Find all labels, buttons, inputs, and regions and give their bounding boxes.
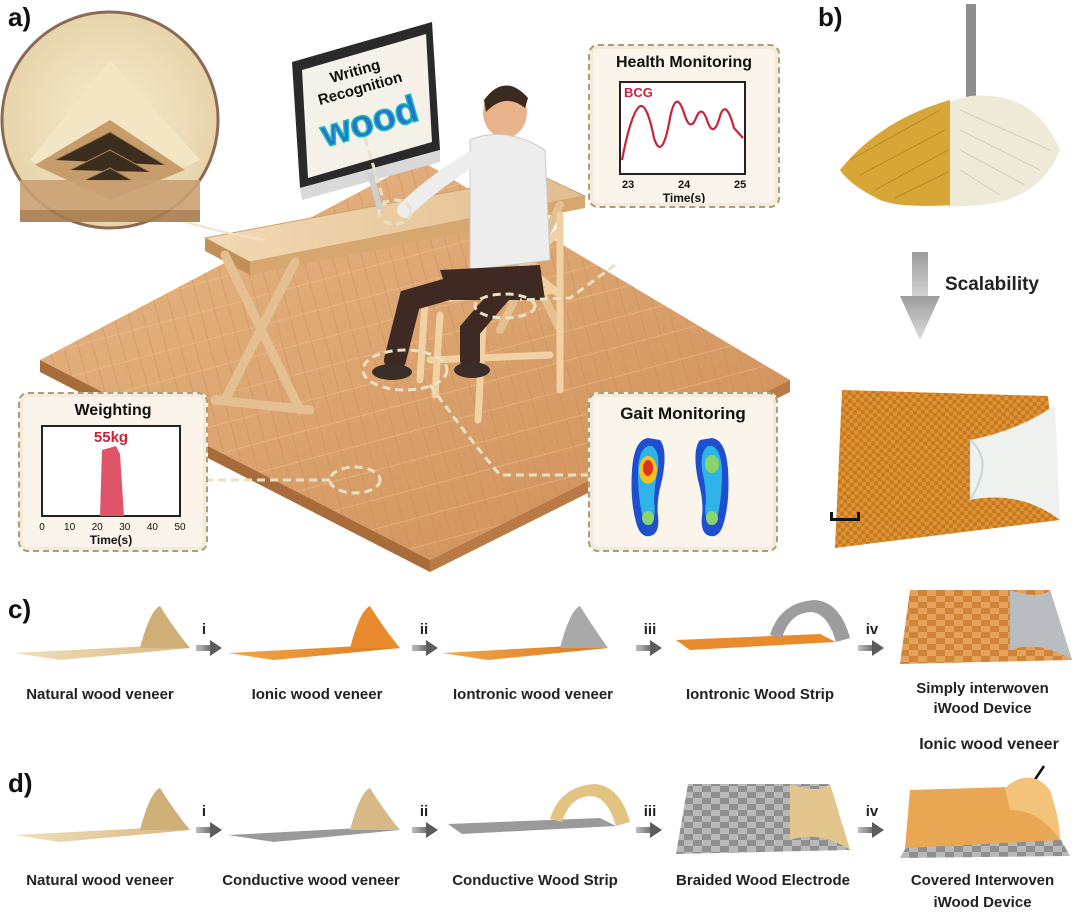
panel-label-b: b) xyxy=(818,2,843,32)
d-label-conductive: Conductive wood veneer xyxy=(222,872,400,889)
c-label-iontronic: Iontronic wood veneer xyxy=(452,686,614,703)
large-woven-sheet xyxy=(830,390,1060,548)
small-woven-sample xyxy=(840,4,1060,207)
c-label-natural: Natural wood veneer xyxy=(26,686,174,703)
weighting-value-label: 55kg xyxy=(94,429,128,446)
health-monitoring-inset: Health Monitoring BCG 23 24 25 Time(s) xyxy=(588,44,780,208)
c-simply-interwoven-device xyxy=(900,590,1072,664)
d-label-braided: Braided Wood Electrode xyxy=(676,872,850,889)
seated-person xyxy=(372,85,551,380)
panel-label-a: a) xyxy=(8,2,32,32)
bcg-series-label: BCG xyxy=(624,85,653,100)
bcg-xlabel: Time(s) xyxy=(663,191,705,203)
c-step-iii: iii xyxy=(644,621,657,638)
gait-monitoring-inset: Gait Monitoring xyxy=(588,392,778,552)
weight-tick-0: 0 xyxy=(39,522,45,533)
d-step-i: i xyxy=(202,803,206,820)
panel-c-process: i ii iii iv xyxy=(14,590,1072,664)
d-conductive-wood-veneer xyxy=(228,788,400,842)
weighting-title: Weighting xyxy=(74,402,152,419)
c-label-device-line1: Simply interwoven xyxy=(916,680,1049,697)
d-natural-wood-veneer xyxy=(14,788,190,842)
panel-b-scalability xyxy=(830,4,1060,548)
weighting-xlabel: Time(s) xyxy=(90,533,132,547)
c-natural-wood-veneer xyxy=(14,606,190,660)
c-iontronic-wood-strip xyxy=(676,600,850,650)
veneer-zoom-circle xyxy=(0,10,266,241)
d-step-arrows xyxy=(196,822,884,838)
c-step-ii: ii xyxy=(420,621,428,638)
connector-paths xyxy=(205,137,616,495)
c-step-arrows xyxy=(196,640,884,656)
d-label-strip: Conductive Wood Strip xyxy=(452,872,618,889)
d-step-ii: ii xyxy=(420,803,428,820)
c-iontronic-wood-veneer xyxy=(442,606,608,660)
bcg-tick-0: 23 xyxy=(622,179,634,191)
bcg-plot-frame xyxy=(619,81,746,175)
panel-d-process: i ii iii iv xyxy=(14,765,1070,858)
c-label-device-line2: iWood Device xyxy=(933,700,1032,717)
weighting-pulse xyxy=(100,446,124,516)
d-conductive-wood-strip xyxy=(448,784,630,834)
d-braided-wood-electrode xyxy=(676,784,850,854)
bcg-chart: BCG 23 24 25 Time(s) xyxy=(619,81,746,203)
c-step-i: i xyxy=(202,621,206,638)
monitor xyxy=(292,22,440,211)
d-step-iii: iii xyxy=(644,803,657,820)
weight-tick-1: 10 xyxy=(64,522,76,533)
panel-label-d: d) xyxy=(8,768,33,798)
scalability-label: Scalability xyxy=(945,274,1039,295)
health-title: Health Monitoring xyxy=(616,54,752,71)
weight-tick-3: 30 xyxy=(119,522,131,533)
bcg-tick-2: 25 xyxy=(734,179,746,191)
bcg-line xyxy=(620,100,744,161)
d-covered-interwoven-device xyxy=(900,777,1070,858)
d-label-device-line2: iWood Device xyxy=(933,894,1032,911)
right-footprint xyxy=(695,438,729,537)
c-ionic-wood-veneer xyxy=(228,606,400,660)
c-step-iv: iv xyxy=(866,621,879,638)
weight-tick-2: 20 xyxy=(92,522,104,533)
weighting-inset: Weighting 55kg 0 10 20 30 40 50 Time(s) xyxy=(18,392,208,552)
weighting-chart: 55kg 0 10 20 30 40 50 Time(s) xyxy=(39,425,186,547)
c-label-strip: Iontronic Wood Strip xyxy=(685,686,835,703)
panel-label-c: c) xyxy=(8,594,32,624)
c-label-ionic: Ionic wood veneer xyxy=(251,686,383,703)
footprint-heatmap xyxy=(631,438,729,537)
d-ionic-veneer-callout: Ionic wood veneer xyxy=(919,736,1059,753)
writing-recognition-screen: Writing Recognition wood xyxy=(314,56,423,157)
left-footprint xyxy=(631,438,665,537)
gait-title: Gait Monitoring xyxy=(620,404,746,423)
d-label-natural: Natural wood veneer xyxy=(26,872,174,889)
bcg-tick-1: 24 xyxy=(678,179,691,191)
weight-tick-4: 40 xyxy=(147,522,159,533)
d-label-device-line1: Covered Interwoven xyxy=(910,872,1055,889)
scalability-arrow xyxy=(900,252,940,340)
d-step-iv: iv xyxy=(866,803,879,820)
weight-tick-5: 50 xyxy=(174,522,186,533)
